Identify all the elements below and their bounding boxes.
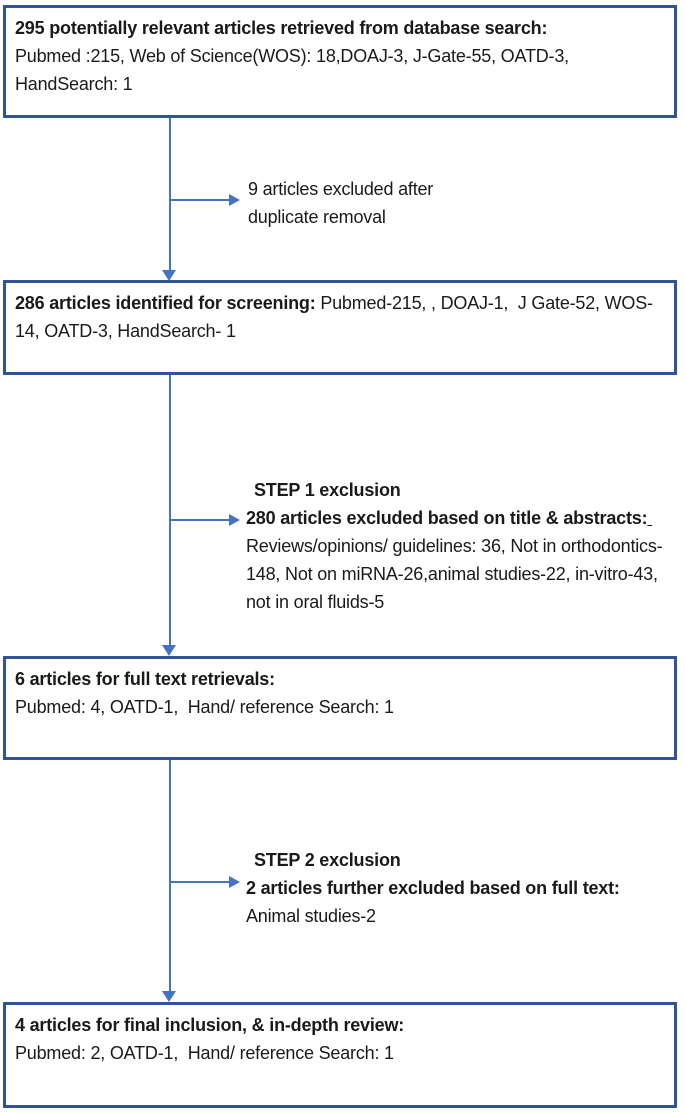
arrowhead-right-icon <box>229 194 240 206</box>
step2-heading: STEP 2 exclusion <box>254 850 401 870</box>
arrow-retrieved-to-screening-line <box>169 118 171 271</box>
arrow-fulltext-to-final-line <box>169 760 171 992</box>
step1-underline-space <box>647 508 652 528</box>
note-step2-exclusion: STEP 2 exclusion 2 articles further excl… <box>246 846 682 930</box>
final-inclusion-title: 4 articles for final inclusion, & in-dep… <box>15 1015 405 1035</box>
step1-heading: STEP 1 exclusion <box>254 480 401 500</box>
records-retrieved-sources: Pubmed :215, Web of Science(WOS): 18,DOA… <box>15 46 574 94</box>
step2-reason-title: 2 articles further excluded based on ful… <box>246 878 620 898</box>
screening-sources: Pubmed-215, , DOAJ-1, J Gate-52, WOS-14,… <box>15 293 653 341</box>
full-text-title: 6 articles for full text retrievals: <box>15 669 275 689</box>
branch-step2-line <box>170 881 229 883</box>
records-retrieved-title: 295 potentially relevant articles retrie… <box>15 18 548 38</box>
branch-step1-line <box>170 519 229 521</box>
arrowhead-down-icon <box>162 270 176 281</box>
arrowhead-down-icon <box>162 645 176 656</box>
box-final-inclusion: 4 articles for final inclusion, & in-dep… <box>3 1002 677 1108</box>
box-full-text: 6 articles for full text retrievals: Pub… <box>3 656 677 760</box>
step1-reason-title: 280 articles excluded based on title & a… <box>246 508 648 528</box>
arrowhead-down-icon <box>162 991 176 1002</box>
full-text-sources: Pubmed: 4, OATD-1, Hand/ reference Searc… <box>15 697 394 717</box>
arrowhead-right-icon <box>229 876 240 888</box>
arrowhead-right-icon <box>229 514 240 526</box>
final-inclusion-sources: Pubmed: 2, OATD-1, Hand/ reference Searc… <box>15 1043 394 1063</box>
step2-reason-details: Animal studies-2 <box>246 906 376 926</box>
step1-reason-details: Reviews/opinions/ guidelines: 36, Not in… <box>246 536 663 612</box>
box-records-retrieved: 295 potentially relevant articles retrie… <box>3 5 677 118</box>
box-screening: 286 articles identified for screening: P… <box>3 280 677 375</box>
arrow-screening-to-fulltext-line <box>169 375 171 646</box>
note-duplicates-excluded: 9 articles excluded after duplicate remo… <box>248 175 506 231</box>
screening-title: 286 articles identified for screening: <box>15 293 316 313</box>
duplicates-excluded-text: 9 articles excluded after duplicate remo… <box>248 179 438 227</box>
branch-duplicates-line <box>170 199 229 201</box>
note-step1-exclusion: STEP 1 exclusion 280 articles excluded b… <box>246 476 670 616</box>
